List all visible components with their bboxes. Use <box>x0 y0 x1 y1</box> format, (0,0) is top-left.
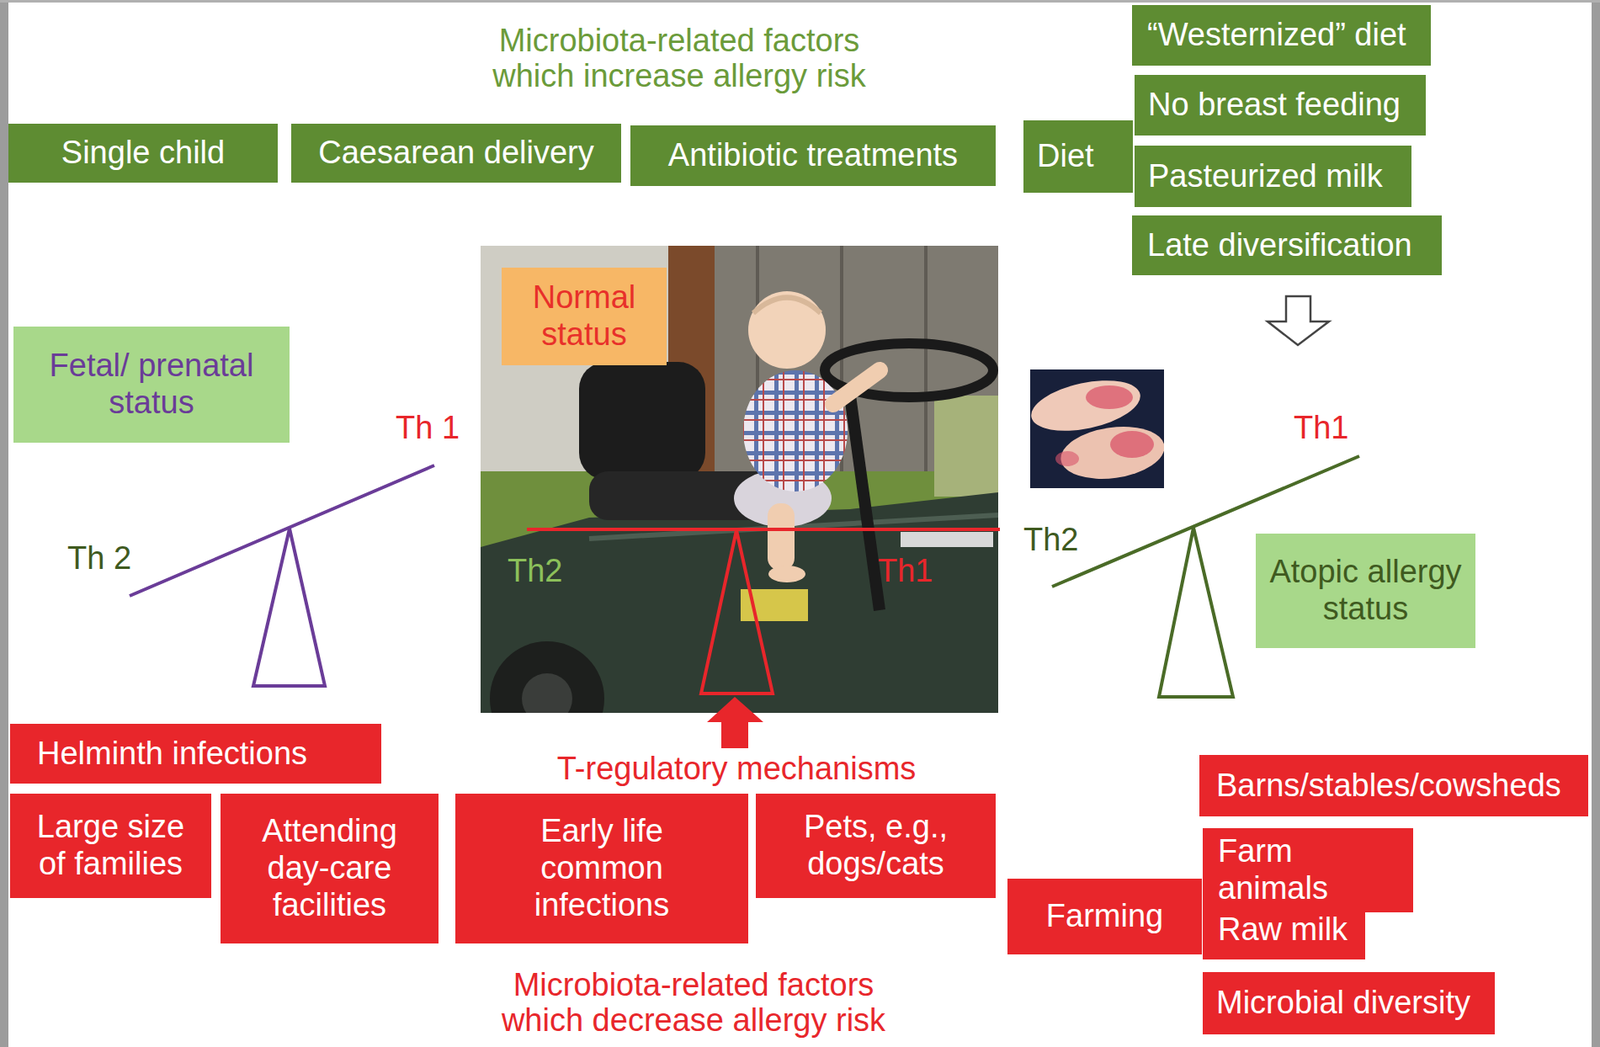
tractor-badge <box>900 531 994 548</box>
box-text: Single child <box>16 134 270 172</box>
box-text: Atopic allergy status <box>1264 553 1468 628</box>
shed-board <box>924 245 928 499</box>
seesaw-fulcrum <box>253 528 325 686</box>
protective-factor-box: Helminth infections <box>10 723 382 784</box>
diet-factor-box: Pasteurized milk <box>1134 145 1412 208</box>
box-text: “Westernized” diet <box>1147 16 1416 54</box>
label-text: Th 1 <box>395 410 460 447</box>
baby-tractor-photo <box>480 245 999 713</box>
status-box: Fetal/ prenatal status <box>13 326 290 443</box>
box-text: Microbial diversity <box>1216 984 1482 1022</box>
seesaw-beam <box>526 527 1000 532</box>
eczema-photo <box>1030 369 1165 489</box>
page-edge <box>0 0 9 1047</box>
section-heading: Microbiota-related factors which increas… <box>481 23 878 95</box>
label-text: Th 2 <box>67 541 132 577</box>
th-label: Th1 <box>877 553 933 590</box>
section-heading: Microbiota-related factors which decreas… <box>487 967 900 1039</box>
baby-foot <box>768 565 806 583</box>
farming-factor-box: Microbial diversity <box>1202 972 1495 1035</box>
wheel-hub <box>521 673 573 713</box>
baby-head <box>748 291 826 369</box>
diet-factor-box: No breast feeding <box>1134 74 1426 136</box>
diet-factor-box: “Westernized” diet <box>1132 5 1431 66</box>
farming-box: Farming <box>1007 878 1202 955</box>
eczema-patch <box>1110 430 1154 458</box>
box-text: Large size of families <box>26 808 195 883</box>
box-text: Helminth infections <box>37 735 355 773</box>
seesaw-fulcrum <box>701 530 773 694</box>
baby-leg <box>767 503 795 571</box>
protective-factor-box: Large size of families <box>10 793 212 899</box>
box-text: Fetal/ prenatal status <box>38 347 265 421</box>
box-text: Pasteurized milk <box>1148 158 1399 196</box>
eczema-patch <box>1055 451 1080 467</box>
seat-back <box>579 361 706 480</box>
label-text: Microbiota-related factors which increas… <box>481 23 878 95</box>
label-text: Th1 <box>877 553 933 590</box>
status-box: Atopic allergy status <box>1255 533 1476 649</box>
box-text: Caesarean delivery <box>299 134 613 172</box>
tractor-wheel <box>489 641 605 713</box>
hollow-arrow <box>1267 296 1329 346</box>
farming-factor-box: Raw milk <box>1202 899 1366 960</box>
baby-hair <box>753 297 821 314</box>
box-text: Pets, e.g., dogs/cats <box>764 808 988 883</box>
page-edge <box>0 0 1600 3</box>
box-text: Farm animals <box>1217 833 1399 907</box>
box-text: Barns/stables/cowsheds <box>1216 767 1572 805</box>
label-text: T-regulatory mechanisms <box>526 751 947 787</box>
box-text: Raw milk <box>1217 911 1351 949</box>
diet-factor-box: Late diversification <box>1132 215 1442 276</box>
baby-shirt <box>743 370 848 492</box>
box-text: Diet <box>1036 138 1120 176</box>
grass-patch <box>934 395 999 497</box>
th-label: Th2 <box>1023 522 1079 559</box>
protective-factor-box: Attending day-care facilities <box>220 793 439 944</box>
th-label: Th2 <box>507 553 563 590</box>
diet-box: Diet <box>1023 120 1133 193</box>
th-label: Th 2 <box>67 541 132 577</box>
protective-factor-box: Pets, e.g., dogs/cats <box>755 793 996 899</box>
label-text: Th2 <box>507 553 563 590</box>
label-text: Th2 <box>1023 522 1079 559</box>
eczema-patch <box>1085 385 1133 410</box>
th-label: Th 1 <box>395 410 460 447</box>
box-text: Late diversification <box>1147 227 1427 265</box>
risk-factor-box: Caesarean delivery <box>291 123 622 183</box>
protective-factor-box: Early life common infections <box>455 793 749 944</box>
box-text: Attending day-care facilities <box>228 813 431 924</box>
status-box: Normal status <box>501 267 667 366</box>
risk-factor-box: Antibiotic treatments <box>630 125 996 187</box>
box-text: No breast feeding <box>1148 86 1413 124</box>
box-text: Early life common infections <box>489 813 715 924</box>
up-arrow <box>706 696 764 749</box>
page-edge <box>1591 0 1600 1047</box>
box-text: Normal status <box>508 279 660 353</box>
box-text: Farming <box>1017 898 1192 936</box>
mechanism-label: T-regulatory mechanisms <box>526 751 947 787</box>
label-text: Microbiota-related factors which decreas… <box>487 967 900 1039</box>
baby-arm <box>833 370 880 404</box>
seesaw-fulcrum <box>1158 527 1234 697</box>
risk-factor-box: Single child <box>8 123 278 183</box>
th-label: Th1 <box>1293 410 1349 447</box>
steering-column <box>850 395 880 611</box>
box-text: Antibiotic treatments <box>638 137 988 175</box>
label-text: Th1 <box>1293 410 1349 447</box>
farming-factor-box: Barns/stables/cowsheds <box>1199 754 1589 817</box>
